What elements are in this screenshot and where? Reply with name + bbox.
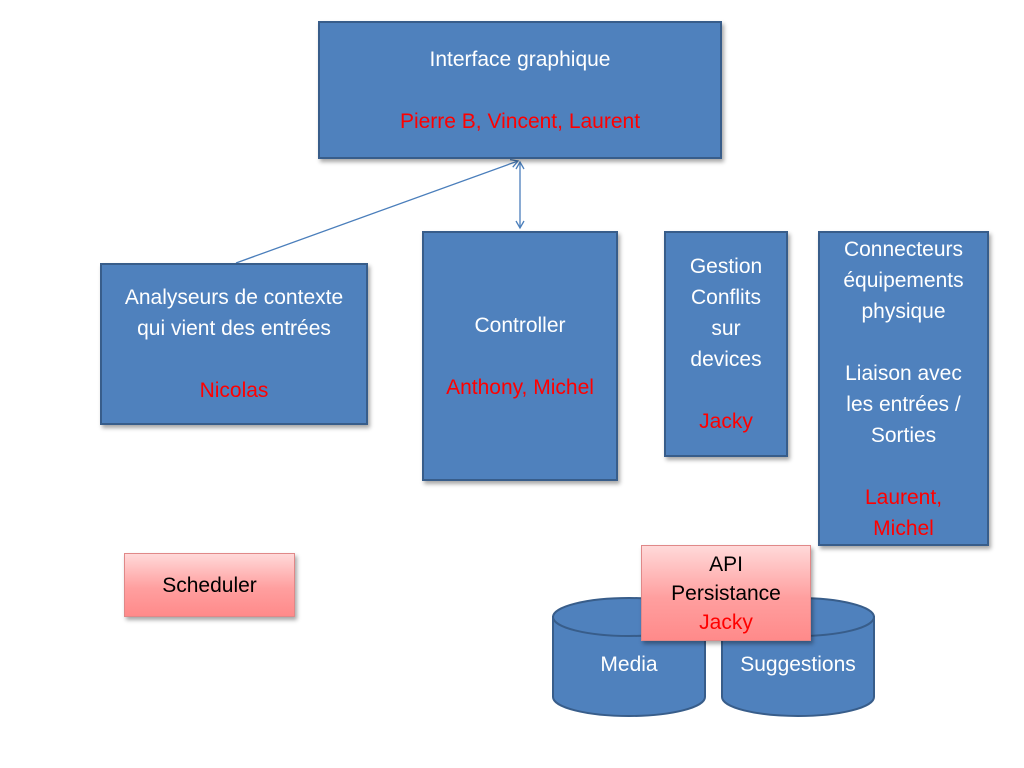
media-database-label: Media — [600, 653, 658, 676]
suggestions-database-label: Suggestions — [740, 653, 856, 676]
connecteurs-box[interactable]: Connecteurs équipements physique Liaison… — [818, 231, 989, 546]
interface-graphique-box[interactable]: Interface graphique Pierre B, Vincent, L… — [318, 21, 722, 159]
scheduler-title: Scheduler — [162, 573, 257, 597]
controller-title: Controller — [474, 313, 566, 337]
scheduler-box[interactable]: Scheduler — [124, 553, 295, 617]
analyseurs-box[interactable]: Analyseurs de contexte qui vient des ent… — [100, 263, 368, 425]
api-persistance-box[interactable]: API Persistance Jacky — [641, 545, 811, 641]
connecteurs-owner: Laurent, Michel — [864, 485, 943, 540]
connecteurs-subtitle: Liaison avec les entrées / Sorties — [845, 361, 962, 447]
interface-graphique-title: Interface graphique — [429, 47, 611, 71]
api-persistance-owner: Jacky — [699, 610, 753, 634]
gestion-conflits-title: Gestion Conflits sur devices — [689, 255, 763, 371]
controller-box[interactable]: Controller Anthony, Michel — [422, 231, 618, 481]
gestion-conflits-box[interactable]: Gestion Conflits sur devices Jacky — [664, 231, 788, 457]
api-persistance-title: API Persistance — [671, 552, 781, 605]
interface-graphique-owner: Pierre B, Vincent, Laurent — [399, 109, 641, 133]
gestion-conflits-owner: Jacky — [699, 410, 753, 433]
analyseurs-title: Analyseurs de contexte qui vient des ent… — [124, 286, 344, 340]
analyseurs-to-interface-arrow — [235, 158, 520, 264]
analyseurs-owner: Nicolas — [199, 379, 269, 402]
controller-owner: Anthony, Michel — [446, 375, 594, 399]
connecteurs-title: Connecteurs équipements physique — [843, 237, 964, 323]
